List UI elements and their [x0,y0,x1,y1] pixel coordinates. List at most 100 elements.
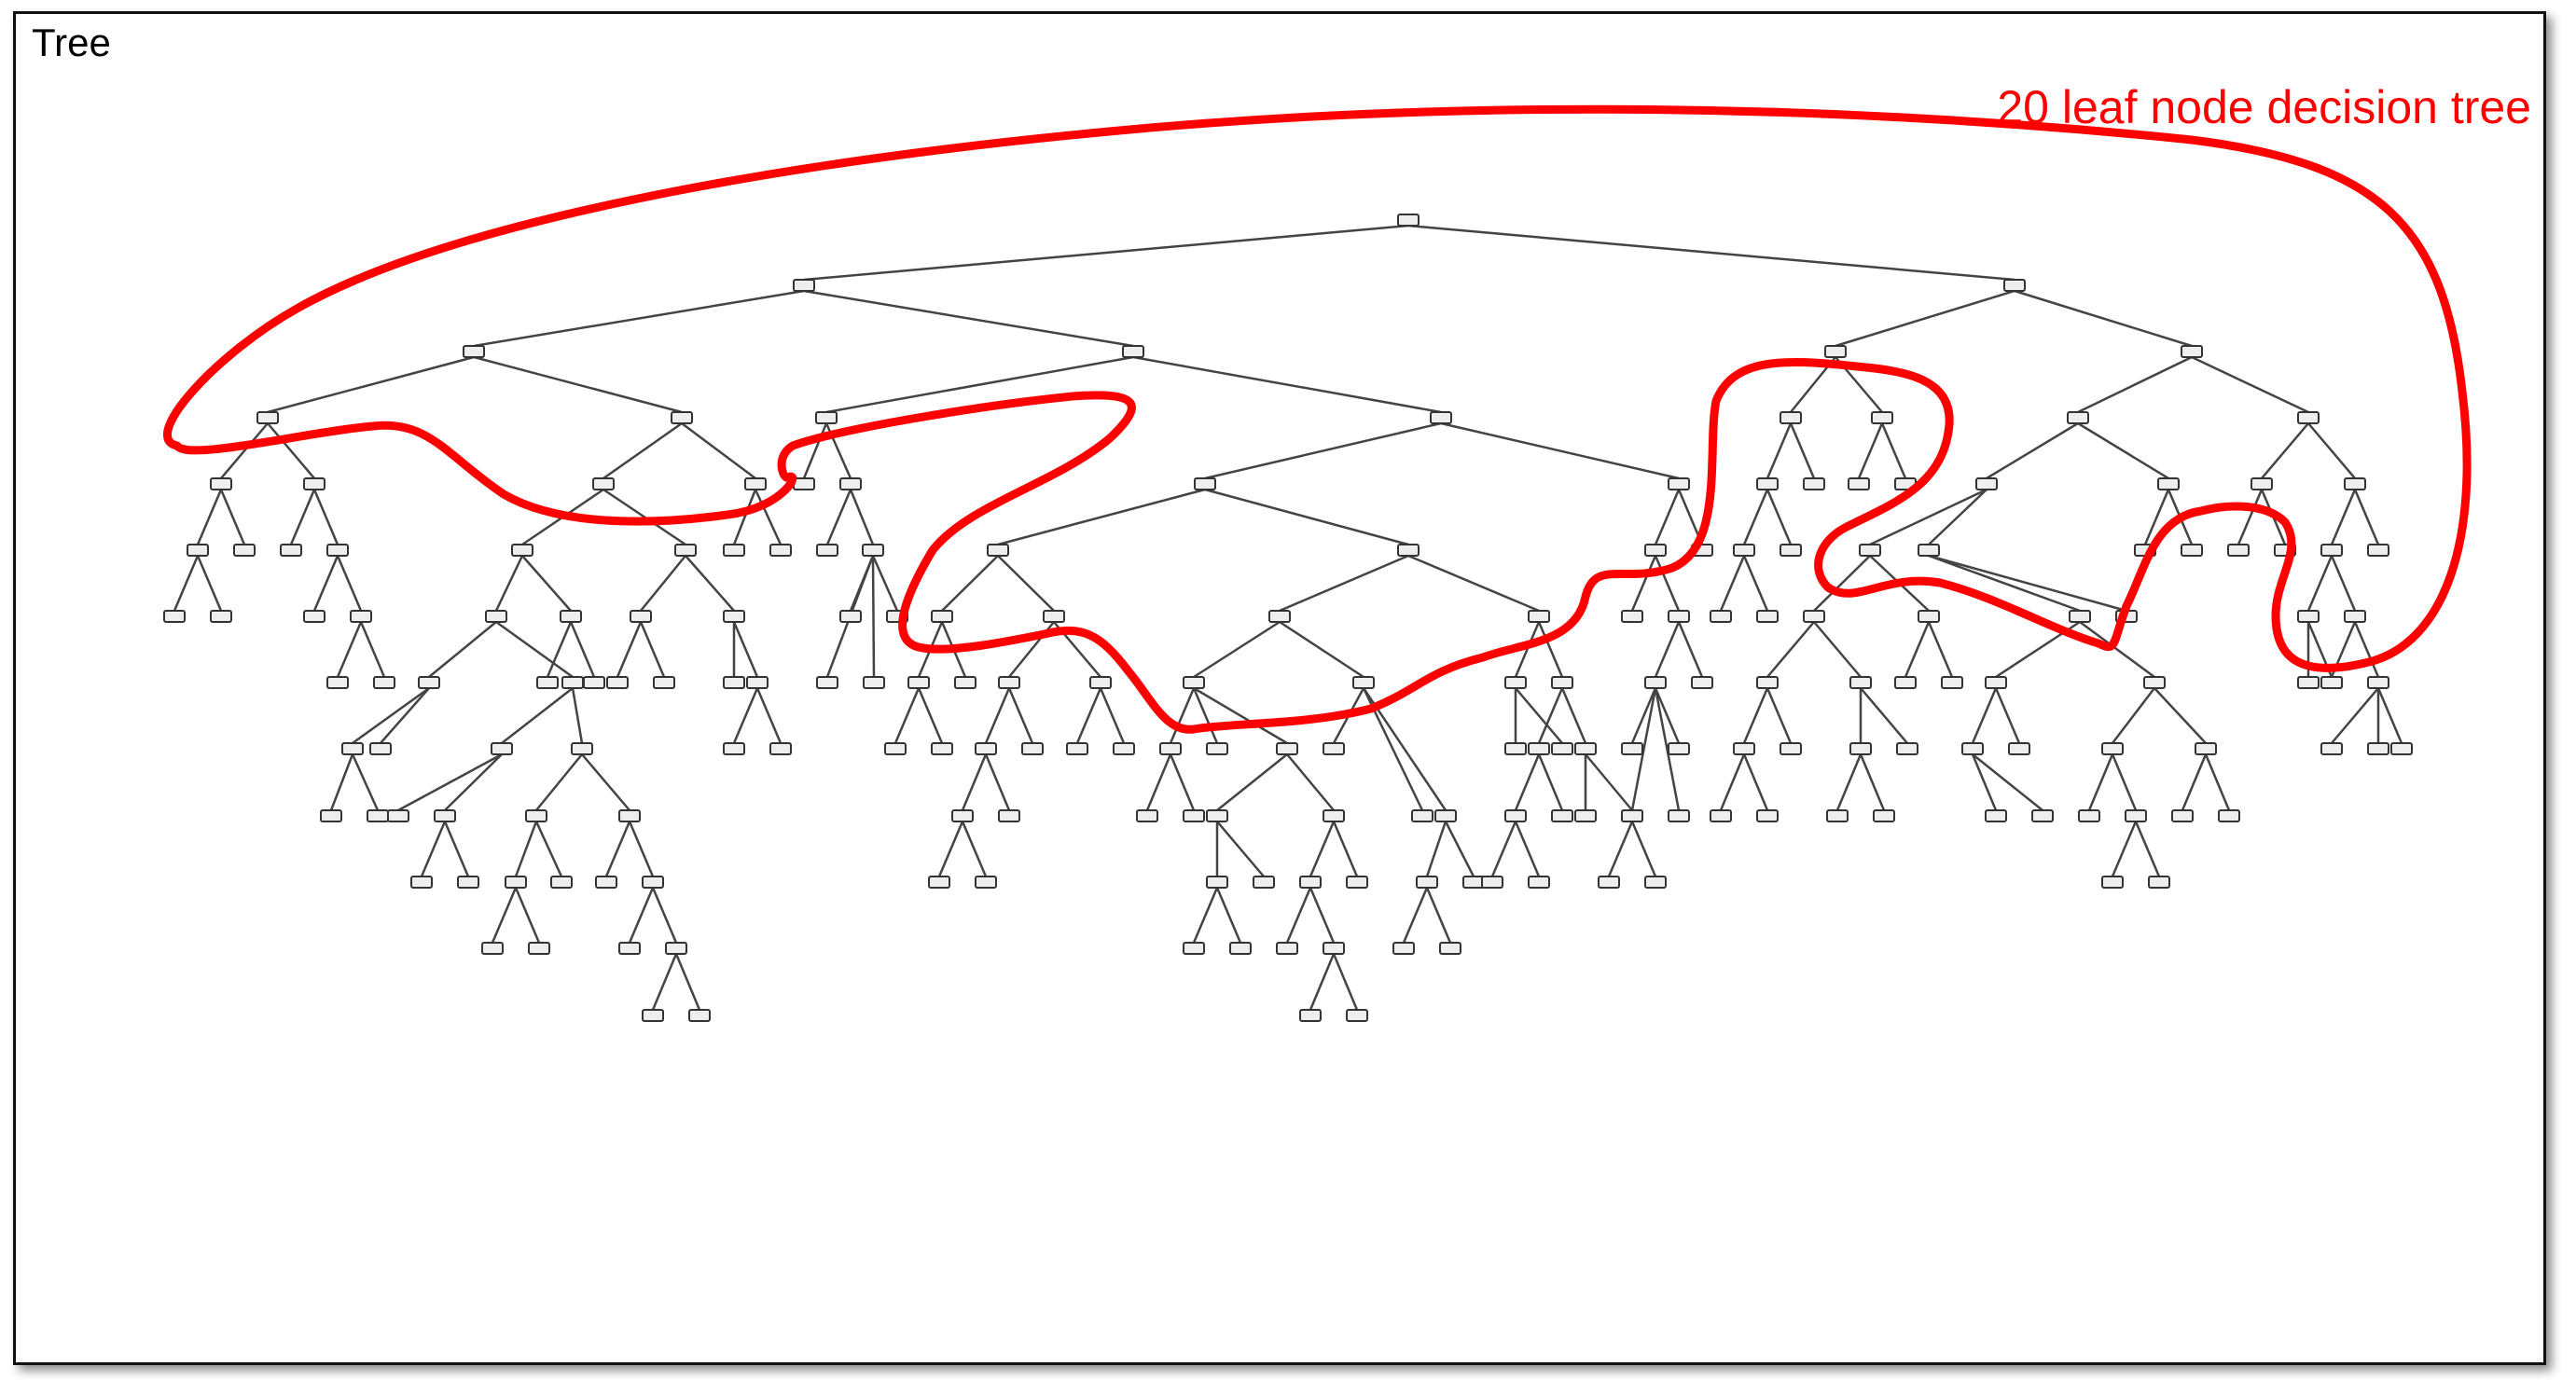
tree-node [303,477,325,490]
tree-node [1089,676,1112,689]
tree-edge [917,687,944,744]
tree-node [1941,676,1963,689]
tree-edge [2112,687,2155,744]
tree-node [1918,544,1940,557]
tree-node [1439,942,1461,955]
tree-edge [685,555,735,612]
tree-node [2297,676,2320,689]
tree-edge [2077,421,2169,480]
tree-node [1668,742,1690,755]
tree-node [1691,676,1713,689]
tree-edge [1880,422,1907,479]
tree-node [583,676,605,689]
tree-edge [1630,687,1657,811]
tree-edge [1766,687,1793,744]
tree-edge [491,887,518,944]
tree-edge [1402,887,1429,944]
tree-edge [1309,821,1336,877]
tree-node [931,742,953,755]
tree-node [326,544,349,557]
tree-node [1621,809,1643,822]
tree-edge [1869,488,1987,546]
tree-node [723,610,745,623]
tree-node [674,544,697,557]
tree-edge [267,355,475,414]
tree-node [1528,876,1550,889]
tree-node [491,742,513,755]
tree-edge [2237,489,2264,545]
tree-edge [1514,621,1541,678]
tree-node [1434,809,1457,822]
tree-edge [997,555,1055,612]
tree-node [1621,742,1643,755]
tree-edge [681,421,756,480]
tree-edge [1279,554,1409,613]
tree-edge [1860,687,1908,744]
tree-edge [1514,753,1541,811]
tree-node [1136,809,1158,822]
tree-edge [1132,355,1442,414]
tree-edge [1927,621,1954,678]
tree-node [1668,809,1690,822]
tree-edge [2191,355,2309,414]
tree-node [1551,809,1573,822]
tree-edge [521,555,572,612]
tree-node [931,610,953,623]
tree-edge [312,555,339,612]
tree-edge [196,555,223,612]
tree-edge [2353,621,2380,678]
tree-edge [2087,753,2114,811]
tree-edge [1677,621,1704,678]
tree-edge [1145,753,1172,811]
tree-node [954,676,976,689]
tree-edge [380,687,430,744]
tree-node [998,676,1020,689]
tree-edge [732,687,759,744]
tree-edge [941,555,999,612]
tree-edge [2134,821,2161,877]
tree-edge [571,687,584,744]
tree-node [744,477,767,490]
tree-edge [1607,821,1634,877]
tree-node [1644,876,1667,889]
tree-node [1528,742,1550,755]
tree-node [1021,742,1044,755]
tree-node [210,477,232,490]
tree-node [1122,345,1144,358]
tree-node [2344,477,2366,490]
tree-edge [2014,289,2193,348]
tree-edge [1857,422,1884,479]
tree-node [1411,809,1433,822]
tree-edge [173,555,200,612]
tree-edge [1742,753,1769,811]
tree-node [769,544,792,557]
tree-node [457,876,479,889]
tree-node [862,544,884,557]
tree-edge [602,488,686,546]
tree-node [1113,742,1135,755]
tree-edge [1192,887,1219,944]
tree-edge [1994,687,2021,744]
tree-edge [546,621,573,678]
tree-node [1780,411,1802,424]
tree-node [1780,544,1802,557]
tree-edge [2307,422,2356,479]
tree-node [1733,742,1755,755]
tree-node [1528,610,1550,623]
tree-node [816,676,838,689]
tree-edge [1309,887,1336,944]
tree-node [884,742,907,755]
tree-node [320,809,342,822]
tree-edge [514,887,541,944]
tree-edge [1425,821,1447,877]
tree-node [928,876,950,889]
tree-edge [2111,753,2138,811]
tree-node [2181,345,2203,358]
tree-edge [961,753,988,811]
tree-edge [1193,686,1288,745]
tree-node [723,676,745,689]
tree-node [951,809,974,822]
tree-edge [495,620,574,679]
tree-node [1323,742,1345,755]
